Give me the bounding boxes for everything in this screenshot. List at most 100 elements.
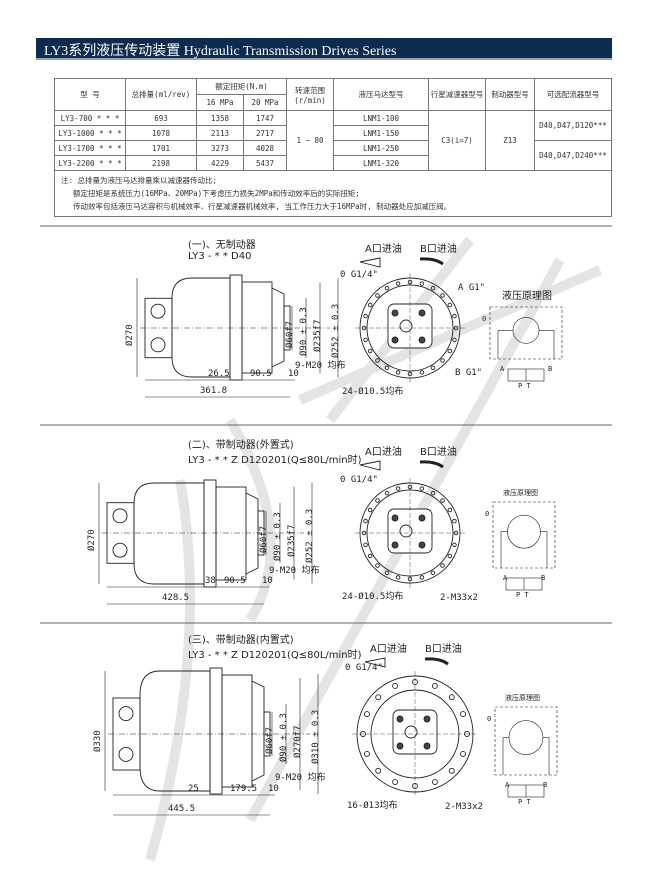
hydraulic-schematic — [492, 501, 556, 591]
bolt-hole — [430, 285, 436, 291]
bolt-hole — [363, 313, 368, 319]
mounting-flange — [203, 479, 217, 588]
reducer-housing — [241, 281, 273, 374]
col-speed-line1: 转速范围 — [295, 85, 325, 95]
bolt-hole — [375, 358, 380, 363]
dim-length-3: 10 — [262, 576, 273, 586]
note-line: 注: 总排量为液压马达排量乘以减速器传动比; — [61, 176, 218, 185]
valve-bolt — [391, 541, 399, 549]
port-b-label: B G1" — [455, 368, 483, 378]
schematic-frame — [492, 501, 556, 569]
dimension-lines — [136, 278, 339, 398]
dim-length-1: 26.5 — [208, 369, 230, 379]
bolt-hole — [384, 365, 390, 371]
bolt-hole — [440, 293, 445, 298]
schematic-lines — [497, 330, 555, 359]
arrow-right-icon — [424, 657, 449, 666]
side-view — [102, 479, 304, 588]
bolt-hole — [447, 348, 453, 354]
bolt-hole — [363, 337, 368, 343]
reducer-housing — [221, 674, 253, 788]
schematic-port-a: A — [505, 781, 510, 789]
port-a-inlet-label: A口进油 — [365, 447, 402, 458]
valve-bolt — [391, 514, 399, 522]
mounting-flange — [229, 274, 243, 381]
dim-length-1: 38 — [205, 576, 216, 586]
schematic-port-b: B — [548, 365, 553, 373]
shaft-center — [399, 524, 413, 538]
schematic-port-pt: P T — [518, 798, 531, 806]
dim-diameter-4-label: Ø310 ± 0.3 — [311, 709, 321, 764]
bolt-hole — [440, 358, 445, 363]
bolt-hole — [367, 302, 373, 308]
bolt-hole — [395, 575, 401, 580]
bolt-hole — [395, 370, 401, 375]
dim-diameter-3-label: Ø235f7 — [313, 319, 323, 352]
schematic-title: 液压原理图 — [505, 694, 540, 702]
drain-port-label: 0 G1/4" — [340, 475, 378, 485]
dim-length-1: 25 — [188, 784, 199, 794]
bolt-hole — [395, 281, 401, 286]
section-title: (一)、无制动器 — [188, 240, 256, 251]
bolt-hole — [447, 553, 453, 559]
hydraulic-schematic — [494, 706, 558, 798]
valve-bolt — [418, 309, 426, 317]
dim-total-length-label: 428.5 — [162, 593, 190, 603]
front-view — [355, 478, 465, 588]
port-b-circle — [112, 542, 128, 558]
front-view — [352, 671, 478, 797]
bolt-hole — [460, 711, 466, 718]
schematic-port-a: A — [500, 365, 505, 373]
dimension-lines — [104, 671, 319, 816]
bolt-hole — [384, 570, 390, 576]
dim-diameter-3-label: Ø235f7 — [287, 524, 297, 557]
bolt-hole — [430, 365, 436, 371]
schematic-port-o: 0 — [485, 510, 490, 518]
bolt-hole — [375, 563, 380, 568]
dim-diameter-2-label: Ø90 ± 0.3 — [279, 713, 289, 762]
bolt-hole — [431, 779, 438, 785]
note-line: 传动效率包括液压马达容积与机械效率、行星减速器机械效率, 当工作压力大于16MP… — [73, 202, 452, 211]
dim-length-2: 90.5 — [250, 369, 272, 379]
motor-symbol — [507, 514, 541, 549]
bolt-pattern-label: 9-M20 均布 — [269, 566, 320, 577]
dim-diameter-1-label: Ø60f7 — [265, 726, 275, 754]
bolt-hole — [452, 313, 457, 319]
bolt-hole — [431, 683, 438, 689]
valve-bolt — [418, 514, 426, 522]
bolt-hole — [440, 498, 445, 503]
col-20mpa: 20 MPa — [243, 94, 287, 111]
section-3-drawing — [104, 657, 558, 816]
section-2-drawing — [98, 460, 556, 605]
bolt-hole — [452, 518, 457, 524]
port-b-inlet-label: B口进油 — [425, 644, 462, 655]
section-dividers — [40, 225, 612, 624]
section-model-code: LY3 - * * D40 — [188, 251, 252, 262]
arrow-left-icon — [359, 257, 381, 268]
watermark — [145, 236, 602, 862]
port-a-label: A G1" — [458, 283, 486, 293]
side-view — [108, 667, 310, 795]
bolt-hole — [452, 337, 457, 343]
bolt-hole — [375, 694, 382, 701]
bolt-hole — [395, 486, 401, 491]
port-a-inlet-label: A口进油 — [365, 244, 402, 255]
section-title: (三)、带制动器(内置式) — [188, 635, 294, 646]
bolt-hole — [447, 507, 453, 513]
spec-table: 型 号 总排量(ml/rev) 额定扭矩(N.m) 转速范围(r/min) 液压… — [54, 78, 612, 217]
bolt-pattern-label: 9-M20 均布 — [275, 773, 326, 783]
section-1-drawing — [136, 257, 563, 398]
schematic-lines — [500, 531, 548, 568]
dim-total-length-label: 445.5 — [168, 804, 196, 814]
schematic-frame — [494, 706, 558, 776]
schematic-port-a: A — [503, 574, 508, 582]
bolt-hole — [392, 683, 399, 689]
thread-label: 2-M33x2 — [445, 802, 483, 812]
port-b-circle — [118, 746, 134, 762]
dim-length-2: 179.5 — [230, 784, 258, 794]
valve-bolt — [396, 715, 404, 723]
dim-body-diameter-label: Ø330 — [93, 730, 103, 752]
bolt-hole — [460, 750, 466, 757]
port-b-inlet-label: B口进油 — [420, 447, 457, 458]
shaft-center — [404, 725, 418, 739]
